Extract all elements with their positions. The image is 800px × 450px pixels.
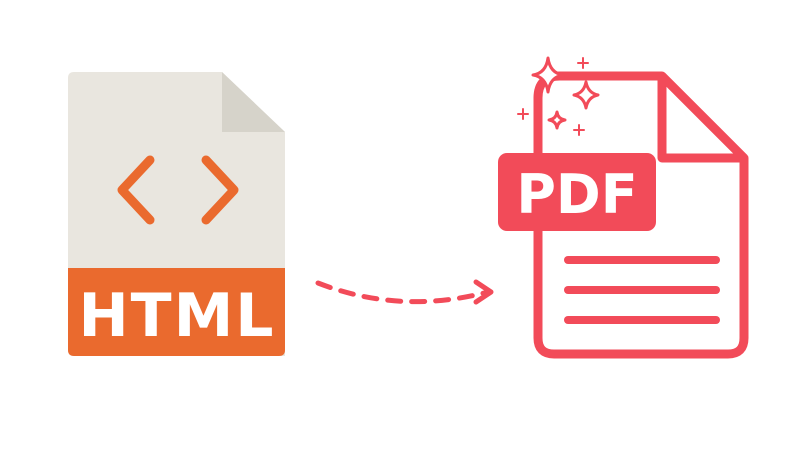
pdf-label: PDF (516, 163, 637, 226)
pdf-label-band (498, 153, 656, 231)
html-file-icon: HTML (68, 72, 285, 356)
dashed-arrow-head (473, 279, 494, 305)
html-file-fold (222, 72, 285, 132)
sparkle-small (547, 110, 567, 130)
pdf-file-outline (533, 71, 749, 359)
code-brackets-icon (117, 155, 239, 225)
sparkle-crosses-icon (517, 57, 589, 136)
pdf-file-fold (657, 76, 744, 163)
dashed-arrow-icon (315, 279, 494, 305)
document-lines-icon (564, 256, 720, 324)
dashed-arrow-shaft (315, 280, 491, 305)
left-angle-bracket-icon (117, 155, 155, 225)
right-angle-bracket-icon (201, 155, 239, 225)
html-label-band (68, 268, 285, 356)
sparkle-large (531, 56, 565, 94)
pdf-file-icon: PDF (498, 71, 749, 359)
sparkle-medium (572, 80, 600, 110)
html-label: HTML (78, 281, 275, 351)
sparkles-icon (531, 56, 600, 130)
